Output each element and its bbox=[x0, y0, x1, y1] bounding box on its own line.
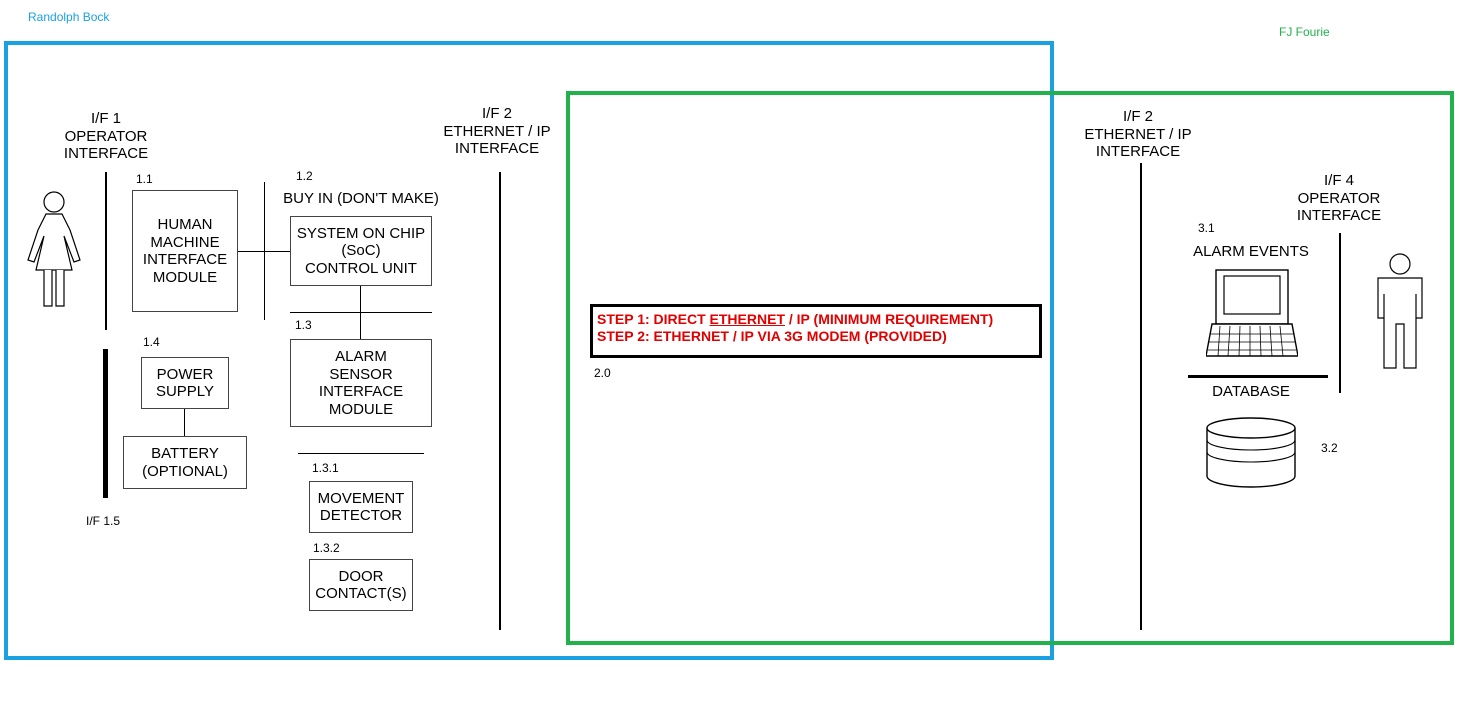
network-steps-box: STEP 1: DIRECT ETHERNET / IP (MINIMUM RE… bbox=[590, 304, 1042, 358]
alarm-sensor-module-box: ALARM SENSOR INTERFACE MODULE bbox=[290, 339, 432, 427]
person-female-icon bbox=[27, 191, 81, 307]
door-contacts-box: DOOR CONTACT(S) bbox=[309, 559, 413, 611]
hmi-number: 1.1 bbox=[136, 172, 153, 186]
if2-right-label: I/F 2 ETHERNET / IP INTERFACE bbox=[1084, 108, 1192, 160]
soc-caption: BUY IN (DON'T MAKE) bbox=[283, 190, 439, 207]
if2-left-line bbox=[499, 172, 501, 630]
database-bar bbox=[1188, 375, 1328, 378]
network-number: 2.0 bbox=[594, 366, 611, 380]
power-battery-connector bbox=[184, 409, 185, 436]
soc-number: 1.2 bbox=[296, 169, 313, 183]
soc-alarm-connector bbox=[360, 286, 361, 340]
author-left-label: Randolph Bock bbox=[28, 10, 110, 24]
soc-control-unit-box: SYSTEM ON CHIP (SoC) CONTROL UNIT bbox=[290, 216, 432, 286]
author-right-label: FJ Fourie bbox=[1279, 25, 1330, 39]
if2-right-line bbox=[1140, 163, 1142, 630]
movement-detector-box: MOVEMENT DETECTOR bbox=[309, 481, 413, 533]
door-number: 1.3.2 bbox=[313, 541, 340, 555]
if4-label: I/F 4 OPERATOR INTERFACE bbox=[1296, 172, 1382, 224]
sensor-bus-line bbox=[298, 453, 424, 454]
alarm-events-number: 3.1 bbox=[1198, 221, 1215, 235]
soc-bus-line bbox=[264, 182, 265, 320]
step1-line: STEP 1: DIRECT ETHERNET / IP (MINIMUM RE… bbox=[597, 311, 994, 327]
alarm-sensor-number: 1.3 bbox=[295, 318, 312, 332]
if15-label: I/F 1.5 bbox=[86, 514, 121, 528]
power-supply-box: POWER SUPPLY bbox=[141, 357, 229, 409]
left-region-outline bbox=[4, 41, 1054, 660]
movement-number: 1.3.1 bbox=[312, 461, 339, 475]
if1-line bbox=[105, 172, 107, 330]
if2-left-label: I/F 2 ETHERNET / IP INTERFACE bbox=[443, 105, 551, 157]
database-number: 3.2 bbox=[1321, 441, 1338, 455]
database-label: DATABASE bbox=[1212, 383, 1290, 400]
step2-line: STEP 2: ETHERNET / IP VIA 3G MODEM (PROV… bbox=[597, 328, 947, 344]
if1-label: I/F 1 OPERATOR INTERFACE bbox=[63, 110, 149, 162]
computer-terminal-icon bbox=[1206, 269, 1298, 357]
battery-box: BATTERY (OPTIONAL) bbox=[123, 436, 247, 489]
if15-thick-line bbox=[103, 349, 108, 498]
soc-separator-line bbox=[290, 312, 432, 313]
right-region-outline bbox=[566, 91, 1454, 645]
person-male-icon bbox=[1377, 253, 1423, 369]
step1-ethernet-underlined: ETHERNET bbox=[709, 311, 785, 327]
hmi-module-box: HUMAN MACHINE INTERFACE MODULE bbox=[132, 190, 238, 312]
if4-line bbox=[1339, 233, 1341, 393]
power-number: 1.4 bbox=[143, 335, 160, 349]
alarm-events-label: ALARM EVENTS bbox=[1193, 243, 1309, 260]
database-cylinder-icon bbox=[1206, 417, 1296, 488]
